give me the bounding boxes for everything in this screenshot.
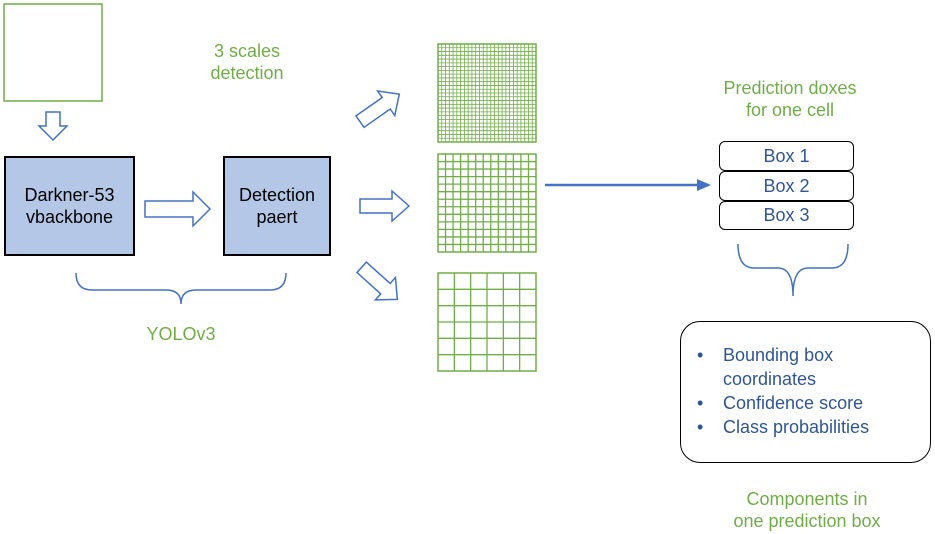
- scales-label-line2: detection: [210, 63, 284, 83]
- backbone-block: Darkner-53 vbackbone: [4, 156, 135, 256]
- components-list: Bounding box coordinates Confidence scor…: [681, 343, 930, 439]
- component-class-probabilities: Class probabilities: [697, 415, 930, 439]
- scale-arrow-middle: [359, 189, 411, 223]
- components-caption: Components in one prediction box: [712, 488, 902, 532]
- boxes-brace: [737, 243, 849, 297]
- scales-label-line1: 3 scales: [213, 41, 281, 61]
- component-bounding-box-line1: Bounding box: [723, 345, 834, 365]
- detection-block: Detection paert: [223, 156, 331, 256]
- component-confidence: Confidence score: [697, 391, 930, 415]
- input-image-frame: [3, 3, 103, 102]
- components-caption-line1: Components in: [746, 489, 868, 509]
- scale-arrow-down: [355, 261, 399, 301]
- detection-label-line2: paert: [256, 207, 298, 227]
- prediction-title-line2: for one cell: [745, 100, 835, 120]
- yolo-brace: [75, 272, 287, 305]
- prediction-box-2: Box 2: [719, 171, 854, 201]
- input-down-arrow: [37, 111, 69, 142]
- component-bounding-box: Bounding box coordinates: [697, 343, 930, 391]
- backbone-to-detection-arrow: [144, 190, 212, 228]
- backbone-label-line2: vbackbone: [25, 207, 114, 227]
- grid-scale-small: [437, 272, 537, 372]
- prediction-title-line1: Prediction doxes: [723, 78, 857, 98]
- scales-detection-label: 3 scales detection: [192, 40, 302, 84]
- components-panel: Bounding box coordinates Confidence scor…: [680, 321, 931, 463]
- prediction-boxes-title: Prediction doxes for one cell: [690, 77, 890, 121]
- component-bounding-box-line2: coordinates: [723, 369, 817, 389]
- grid-border: [437, 153, 537, 253]
- prediction-box-3: Box 3: [719, 201, 854, 230]
- backbone-label-line1: Darkner-53: [24, 185, 115, 205]
- yolo-label: YOLOv3: [146, 324, 216, 344]
- grid-scale-large: [437, 43, 537, 143]
- cell-to-boxes-arrowhead: [697, 179, 711, 191]
- scale-arrow-up: [354, 89, 401, 129]
- detection-label-line1: Detection: [238, 185, 316, 205]
- grid-scale-medium: [437, 153, 537, 253]
- prediction-box-1: Box 1: [719, 141, 854, 171]
- components-caption-line2: one prediction box: [733, 511, 881, 531]
